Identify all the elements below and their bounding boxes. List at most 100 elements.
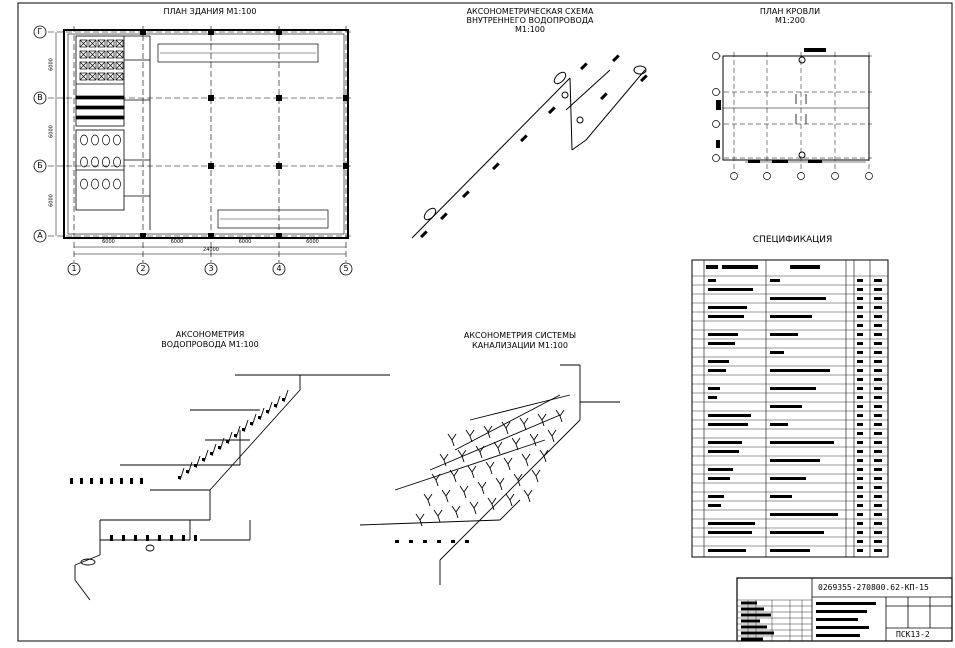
spec-cell-fill bbox=[874, 450, 882, 453]
title-row-fill bbox=[741, 607, 764, 611]
spec-cell-fill bbox=[874, 423, 882, 426]
fixture-cross bbox=[97, 72, 106, 81]
water-valve bbox=[186, 470, 189, 473]
spec-cell-fill bbox=[857, 450, 863, 453]
fixture-cross bbox=[88, 72, 97, 81]
water-valve bbox=[194, 464, 197, 467]
partition-fill bbox=[75, 95, 125, 100]
sewer-tag bbox=[437, 540, 441, 543]
col-span-dim: 6000 bbox=[238, 239, 252, 245]
water-valve bbox=[234, 434, 237, 437]
sewer-branch bbox=[479, 451, 483, 459]
sheet-code: ПСК13-2 bbox=[896, 630, 930, 639]
axo-sewer-title-line2: КАНАЛИЗАЦИИ М1:100 bbox=[472, 341, 568, 350]
spec-cell-fill bbox=[857, 495, 863, 498]
fixture-cross bbox=[97, 61, 106, 70]
sewer-branch bbox=[497, 447, 501, 455]
spec-cell-fill bbox=[857, 315, 863, 318]
water-valve bbox=[226, 440, 229, 443]
sewer-pipe bbox=[454, 394, 561, 451]
title-block-rows bbox=[737, 599, 876, 641]
water-valve bbox=[194, 535, 197, 541]
spec-cell-fill bbox=[874, 297, 882, 300]
title-row-fill bbox=[741, 637, 763, 641]
spec-cell-fill bbox=[874, 540, 882, 543]
title-row-fill bbox=[741, 601, 757, 605]
spec-cell-fill bbox=[857, 432, 863, 435]
spec-header-fill bbox=[722, 265, 758, 269]
sewer-branch bbox=[551, 435, 555, 443]
toilet-fixture bbox=[102, 156, 110, 168]
spec-cell-fill bbox=[857, 540, 863, 543]
sewer-branch bbox=[491, 503, 495, 511]
fixture-cell bbox=[106, 61, 115, 70]
water-valve bbox=[120, 478, 123, 484]
sewer-branch bbox=[505, 427, 509, 435]
sewer-fixture bbox=[503, 457, 513, 465]
spec-cell-fill bbox=[874, 360, 882, 363]
spec-cell-fill bbox=[874, 468, 882, 471]
spec-cell-fill bbox=[708, 369, 726, 372]
spec-cell-fill bbox=[874, 405, 882, 408]
sewer-branch bbox=[473, 507, 477, 515]
water-valve bbox=[170, 535, 173, 541]
spec-cell-fill bbox=[708, 333, 738, 336]
row-span-dim: 6000 bbox=[48, 58, 55, 71]
sewer-fixture bbox=[477, 481, 487, 489]
spec-cell-fill bbox=[857, 306, 863, 309]
spec-cell-fill bbox=[857, 459, 863, 462]
spec-cell-fill bbox=[857, 279, 863, 282]
spec-cell-fill bbox=[857, 513, 863, 516]
spec-cell-fill bbox=[770, 531, 824, 534]
spec-cell-fill bbox=[857, 405, 863, 408]
col-span-dim: 6000 bbox=[102, 239, 115, 245]
sewer-branch bbox=[507, 463, 511, 471]
spec-cell-fill bbox=[857, 333, 863, 336]
spec-cell-fill bbox=[708, 414, 751, 417]
roof-row-bubble bbox=[712, 120, 720, 128]
sewer-fixture bbox=[469, 501, 479, 509]
row-span-dim: 6000 bbox=[48, 194, 55, 207]
water-valve bbox=[210, 452, 213, 455]
sewer-fixture bbox=[447, 433, 457, 441]
sewer-pipe bbox=[394, 439, 546, 491]
spec-cell-fill bbox=[857, 477, 863, 480]
spec-cell-fill bbox=[857, 342, 863, 345]
pipe-tag bbox=[420, 230, 428, 239]
sewer-branch bbox=[525, 459, 529, 467]
fixture-cell bbox=[88, 39, 97, 48]
sewer-fixture bbox=[519, 417, 529, 425]
sewer-branch bbox=[455, 511, 459, 519]
roof-row-bubble bbox=[712, 88, 720, 96]
spec-cell-fill bbox=[874, 315, 882, 318]
col-axis-label: 4 bbox=[276, 264, 282, 273]
pipe-tag bbox=[640, 74, 648, 83]
spec-cell-fill bbox=[874, 477, 882, 480]
title-row-fill bbox=[741, 619, 760, 623]
col-axis-markers bbox=[67, 262, 353, 276]
spec-cell-fill bbox=[708, 504, 721, 507]
pipe-tag bbox=[520, 134, 528, 143]
row-axis-label: Г bbox=[37, 27, 43, 36]
fixture-cross bbox=[106, 61, 115, 70]
fixture-cross bbox=[97, 39, 106, 48]
water-valve bbox=[110, 478, 113, 484]
building-plan bbox=[48, 26, 352, 262]
toilet-fixture bbox=[91, 134, 99, 146]
water-valve bbox=[202, 458, 205, 461]
spec-cell-fill bbox=[874, 486, 882, 489]
sewer-branch bbox=[481, 487, 485, 495]
col-span-dim: 6000 bbox=[306, 239, 319, 245]
sewer-pipe bbox=[469, 394, 571, 421]
fixture-cell bbox=[115, 72, 124, 81]
spec-cell-fill bbox=[770, 405, 802, 408]
spec-cell-fill bbox=[708, 441, 742, 444]
toilet-fixture bbox=[80, 178, 88, 190]
specification-table bbox=[691, 259, 889, 558]
sewer-fixture bbox=[441, 489, 451, 497]
fixture-cell bbox=[79, 39, 88, 48]
fixture-cell bbox=[115, 50, 124, 59]
spec-cell-fill bbox=[708, 360, 729, 363]
water-pump bbox=[145, 544, 155, 552]
